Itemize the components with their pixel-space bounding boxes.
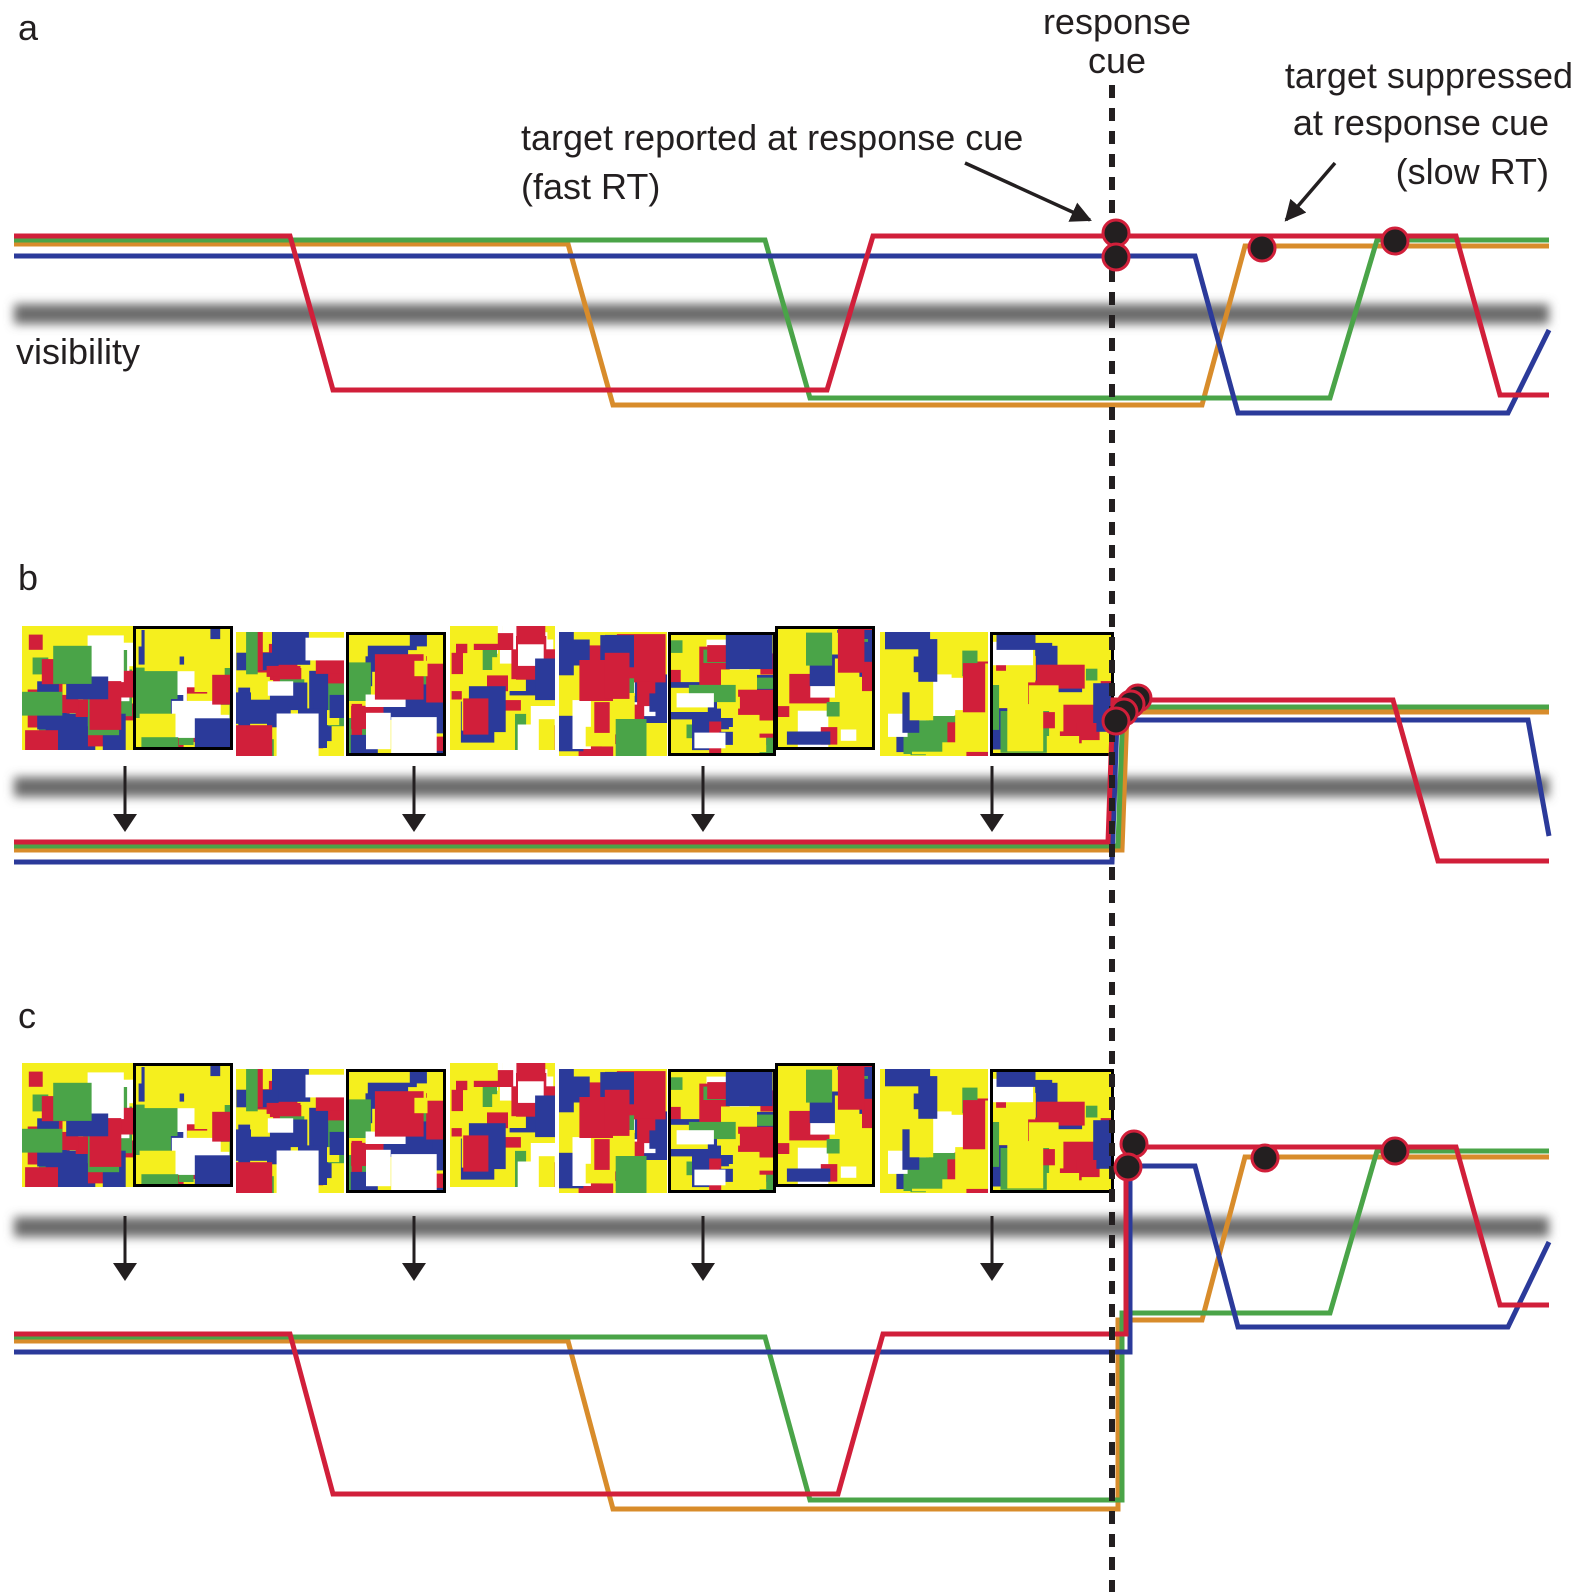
arrow-icon	[980, 766, 1004, 832]
threshold-band-a	[14, 304, 1549, 324]
visibility-label: visibility	[16, 331, 140, 372]
mondrian-mask-icon	[668, 1069, 776, 1193]
mondrian-mask-icon	[133, 626, 233, 750]
suppressed-label: at response cue	[1293, 102, 1549, 143]
mondrian-mask-icon	[880, 632, 988, 756]
mondrian-mask-icon	[775, 1063, 875, 1187]
line-orange-c	[14, 1154, 1549, 1512]
dot-marker-icon	[1101, 706, 1131, 736]
dot-marker-icon	[1101, 242, 1131, 272]
panel-label-c: c	[18, 995, 36, 1036]
dot-marker-icon	[1113, 1152, 1143, 1182]
arrow-icon	[691, 1216, 715, 1281]
suppressed-label: target suppressed	[1285, 55, 1573, 96]
dot-marker-icon	[1250, 1143, 1280, 1173]
response-cue-label: response	[1043, 1, 1191, 42]
line-red-b	[14, 697, 1549, 864]
mondrian-mask-icon	[880, 1069, 988, 1193]
mondrian-mask-icon	[450, 1063, 555, 1187]
mondrian-mask-icon	[559, 632, 667, 756]
mondrian-mask-icon	[775, 626, 875, 750]
arrow-icon	[964, 161, 1092, 222]
line-blue-a	[14, 253, 1552, 416]
mondrian-mask-icon	[236, 1069, 344, 1193]
dot-marker-icon	[1247, 233, 1277, 263]
visibility-lines	[14, 233, 1552, 1512]
dot-marker-icon	[1380, 226, 1410, 256]
arrow-icon	[1284, 161, 1337, 222]
line-orange-a	[14, 241, 1549, 408]
panel-label-a: a	[18, 7, 39, 48]
arrow-icon	[113, 1216, 137, 1281]
mondrian-mask-icon	[236, 632, 344, 756]
arrow-icon	[980, 1216, 1004, 1281]
line-red-c	[14, 1144, 1549, 1497]
threshold-band-b	[14, 777, 1549, 797]
dot-marker-icon	[1101, 218, 1131, 248]
line-blue-c	[14, 1163, 1552, 1355]
mondrian-mask-icon	[990, 1069, 1114, 1193]
dot-markers	[1101, 218, 1410, 1182]
mondrian-mask-icon	[450, 626, 555, 750]
mondrian-mask-icon	[990, 632, 1114, 756]
mondrian-mask-icon	[22, 626, 133, 750]
threshold-bands	[14, 304, 1549, 1237]
mondrian-mask-icon	[133, 1063, 233, 1187]
arrow-icon	[691, 766, 715, 832]
arrow-icon	[402, 1216, 426, 1281]
mondrian-mask-icon	[346, 632, 446, 756]
down-arrows	[113, 766, 1004, 1281]
panel-label-b: b	[18, 557, 38, 598]
mondrian-mask-icon	[668, 632, 776, 756]
line-green-c	[14, 1148, 1549, 1503]
line-red-a	[14, 233, 1549, 398]
mondrian-mask-icon	[346, 1069, 446, 1193]
reported-label: (fast RT)	[521, 166, 660, 207]
line-green-b	[14, 704, 1549, 849]
suppressed-label: (slow RT)	[1396, 151, 1549, 192]
line-orange-b	[14, 709, 1549, 853]
mondrian-mask-icon	[22, 1063, 133, 1187]
response-cue-label: cue	[1088, 40, 1146, 81]
arrow-icon	[402, 766, 426, 832]
reported-label: target reported at response cue	[521, 117, 1023, 158]
arrow-icon	[113, 766, 137, 832]
mondrian-masks	[22, 626, 1114, 1193]
dot-marker-icon	[1380, 1136, 1410, 1166]
threshold-band-c	[14, 1217, 1549, 1237]
mondrian-mask-icon	[559, 1069, 667, 1193]
